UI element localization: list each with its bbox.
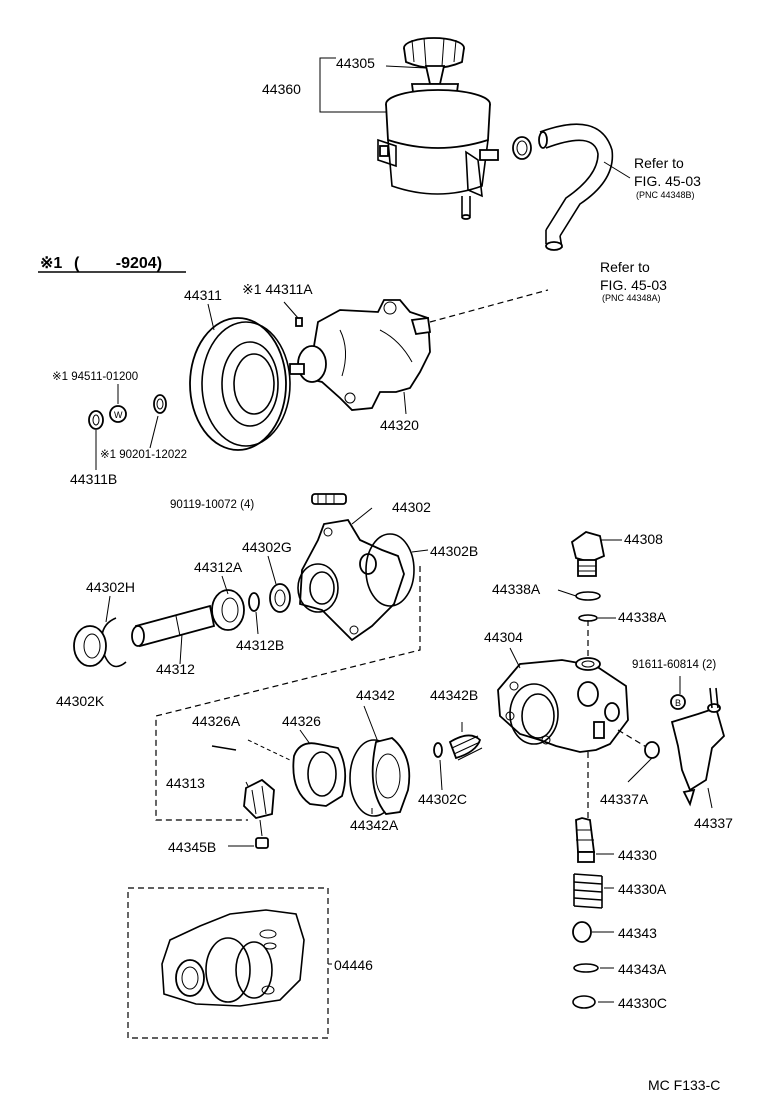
label-44312B: 44312B xyxy=(236,637,284,653)
label-44311B: 44311B xyxy=(70,471,117,487)
pump-assembly-drawing xyxy=(289,299,432,411)
cam-ring-drawing xyxy=(211,734,483,849)
rear-housing-drawing xyxy=(497,657,629,753)
label-44345B: 44345B xyxy=(168,839,216,855)
label-44330: 44330 xyxy=(618,847,657,863)
label-44342A: 44342A xyxy=(350,817,399,833)
label-44311: 44311 xyxy=(184,287,222,303)
label-44342: 44342 xyxy=(356,687,395,703)
label-90119-10072: 90119-10072 (4) xyxy=(170,499,254,511)
gasket-kit-box xyxy=(127,887,329,1039)
variant-range: ( -9204) xyxy=(74,255,162,272)
label-91611-60814: 91611-60814 (2) xyxy=(632,659,716,671)
label-44337: 44337 xyxy=(694,815,733,831)
refer-to-1-line3: (PNC 44348B) xyxy=(636,190,695,200)
gasket-ring-44302B xyxy=(365,533,415,607)
label-44302K: 44302K xyxy=(56,693,105,709)
refer-to-2-line1: Refer to xyxy=(600,259,650,275)
variant-marker: ※1 xyxy=(40,255,62,272)
label-44342B: 44342B xyxy=(430,687,478,703)
label-44302H: 44302H xyxy=(86,579,135,595)
label-44320: 44320 xyxy=(380,417,419,433)
label-44343: 44343 xyxy=(618,925,657,941)
label-44343A: 44343A xyxy=(618,961,667,977)
label-44312: 44312 xyxy=(156,661,195,677)
label-44302B: 44302B xyxy=(430,543,478,559)
label-44302C: 44302C xyxy=(418,791,467,807)
label-90201-12022: ※1 90201-12022 xyxy=(100,449,187,461)
refer-to-2-line2: FIG. 45-03 xyxy=(600,277,667,293)
refer-to-1-line2: FIG. 45-03 xyxy=(634,173,701,189)
label-44338A-2: 44338A xyxy=(618,609,667,625)
label-44313: 44313 xyxy=(166,775,205,791)
reservoir-tank-drawing xyxy=(377,37,499,220)
label-44330C: 44330C xyxy=(618,995,667,1011)
pump-body-drawing xyxy=(297,493,405,642)
control-valve-stack-drawing xyxy=(570,531,606,1009)
label-44337A: 44337A xyxy=(600,791,649,807)
label-44326A: 44326A xyxy=(192,713,241,729)
refer-to-1-line1: Refer to xyxy=(634,155,684,171)
label-44305: 44305 xyxy=(336,55,375,71)
label-44311A: ※1 44311A xyxy=(242,281,313,297)
label-44360: 44360 xyxy=(262,81,301,97)
label-44302: 44302 xyxy=(392,499,431,515)
label-44302G: 44302G xyxy=(242,539,292,555)
return-hose-drawing xyxy=(512,123,614,251)
label-04446: 04446 xyxy=(334,957,373,973)
bolt-marker-b: B xyxy=(675,698,681,708)
label-44308: 44308 xyxy=(624,531,663,547)
gasket-kit-drawing xyxy=(161,909,305,1007)
label-44312A: 44312A xyxy=(194,559,243,575)
label-94511-01200: ※1 94511-01200 xyxy=(52,371,138,383)
washer-marker-w: W xyxy=(114,410,123,420)
label-44338A-1: 44338A xyxy=(492,581,541,597)
bracket-44337-drawing xyxy=(644,687,726,807)
figure-code: MC F133-C xyxy=(648,1077,720,1093)
pulley-drawing xyxy=(189,317,291,451)
shaft-and-bearings-drawing xyxy=(73,583,291,668)
label-44330A: 44330A xyxy=(618,881,667,897)
refer-to-2-line3: (PNC 44348A) xyxy=(602,293,661,303)
label-44326: 44326 xyxy=(282,713,321,729)
small-washers-drawing xyxy=(88,394,167,430)
label-44304: 44304 xyxy=(484,629,523,645)
